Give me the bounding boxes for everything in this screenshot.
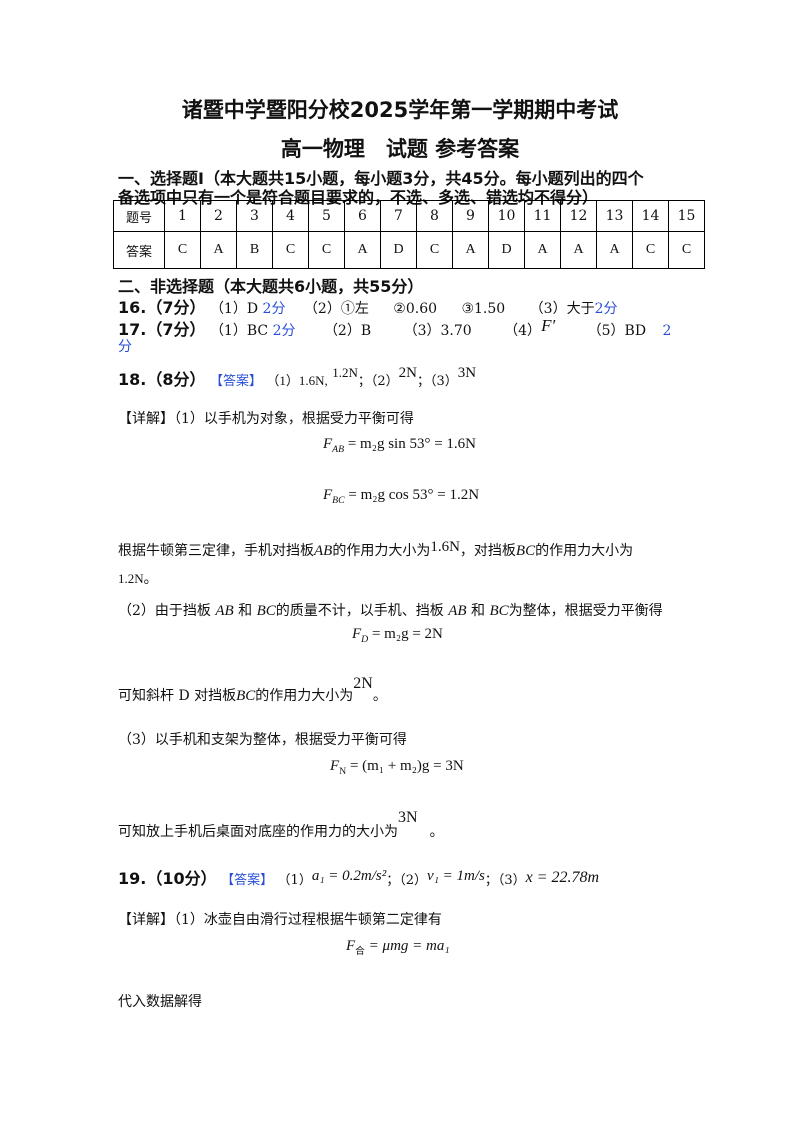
q16-part4: ③1.50 <box>461 301 506 317</box>
table-cell: 15 <box>668 200 705 232</box>
q18-answer-3: 3N <box>457 365 477 381</box>
answer-table: 题号 1 2 3 4 5 6 7 8 9 10 11 12 13 14 15 答… <box>113 200 705 269</box>
page-title: 诸暨中学暨阳分校2025学年第一学期期中考试 <box>181 98 619 122</box>
q16-number: 16.（7分） <box>118 298 206 317</box>
q18-detail-6: 可知放上手机后桌面对底座的作用力的大小为3N。 <box>118 809 444 840</box>
q18-answer-1b: 1.2N <box>332 365 358 380</box>
q19-detail-tag: 【详解】 <box>118 912 174 928</box>
q19-detail-2: 代入数据解得 <box>118 994 202 1010</box>
q17-part3: （3）3.70 <box>403 323 472 339</box>
q19-number: 19.（10分） <box>118 869 217 888</box>
q18-answer-1: （1）1.6N, <box>266 373 328 388</box>
q16-part1-score: 2分 <box>262 301 286 317</box>
q16-part5-score: 2分 <box>594 301 618 317</box>
table-cell: C <box>632 231 669 269</box>
q19-answer-line: 19.（10分） 【答案】 （1）a₁ = 0.2m/s²；（2）v₁ = 1m… <box>118 868 600 888</box>
q17-part1-score: 2分 <box>272 323 296 339</box>
q18-detail-tag: 【详解】 <box>118 411 174 427</box>
q19-answer-2: v₁ = 1m/s <box>427 868 485 884</box>
table-cell: 9 <box>452 200 489 232</box>
table-row-label: 题号 <box>113 200 165 232</box>
q19-answer-3: x = 22.78m <box>525 869 600 886</box>
table-cell: A <box>200 231 237 269</box>
q18-detail-2-cont: 1.2N。 <box>118 571 158 587</box>
q16-part5: （3）大于 <box>529 301 595 317</box>
table-cell: D <box>488 231 525 269</box>
q17-part4-value: F′ <box>541 316 556 335</box>
table-cell: A <box>524 231 561 269</box>
table-cell: 1 <box>164 200 201 232</box>
q18-sep2: ；（3） <box>417 374 458 389</box>
q17-part5: （5）BD <box>587 323 647 339</box>
table-row-answers: 答案 C A B C C A D C A D A A A C C <box>113 231 705 269</box>
table-cell: C <box>164 231 201 269</box>
q16-part1: （1）D <box>209 301 259 317</box>
q18-number: 18.（8分） <box>118 370 206 389</box>
q19-answer-tag: 【答案】 <box>221 873 274 888</box>
table-cell: C <box>668 231 705 269</box>
table-cell: 5 <box>308 200 345 232</box>
q18-equation-2: FBC = m₂g cos 53° = 1.2N <box>323 487 480 506</box>
q18-answer-2: 2N <box>398 365 418 381</box>
q17-line: 17.（7分） （1）BC 2分 （2）B （3）3.70 （4）F′ （5）B… <box>118 316 671 340</box>
table-cell: 4 <box>272 200 309 232</box>
table-cell: C <box>272 231 309 269</box>
q18-answer-tag: 【答案】 <box>209 374 262 389</box>
q17-number: 17.（7分） <box>118 320 206 339</box>
q19-detail-1: 【详解】（1）冰壶自由滑行过程根据牛顿第二定律有 <box>118 912 442 928</box>
table-cell: 14 <box>632 200 669 232</box>
q18-detail-3: （2）由于挡板 AB 和 BC的质量不计，以手机、挡板 AB 和 BC为整体，根… <box>118 603 663 619</box>
table-cell: B <box>236 231 273 269</box>
table-cell: 12 <box>560 200 597 232</box>
q17-part2: （2）B <box>323 323 372 339</box>
table-row-label: 答案 <box>113 231 165 269</box>
q18-equation-1: FAB = m₂g sin 53° = 1.6N <box>323 436 476 455</box>
table-cell: 8 <box>416 200 453 232</box>
table-cell: 2 <box>200 200 237 232</box>
table-cell: 11 <box>524 200 561 232</box>
q18-detail-4: 可知斜杆 D 对挡板BC的作用力大小为2N。 <box>118 675 387 704</box>
table-cell: D <box>380 231 417 269</box>
q18-equation-4: FN = (m₁ + m₂)g = 3N <box>330 758 464 777</box>
table-cell: A <box>596 231 633 269</box>
q18-answer-line: 18.（8分） 【答案】 （1）1.6N, 1.2N；（2）2N；（3）3N <box>118 365 477 390</box>
q17-part1: （1）BC <box>209 323 269 339</box>
q17-part4: （4） <box>504 323 542 339</box>
q18-sep1: ；（2） <box>357 374 399 389</box>
q17-score-continued: 分 <box>118 339 132 355</box>
table-cell: A <box>344 231 381 269</box>
table-cell: C <box>416 231 453 269</box>
q19-equation-1: F合 = μmg = ma₁ <box>346 938 450 957</box>
table-cell: C <box>308 231 345 269</box>
q16-part2: （2）①左 <box>303 301 369 317</box>
table-cell: 10 <box>488 200 525 232</box>
q18-detail-1: 【详解】（1）以手机为对象，根据受力平衡可得 <box>118 411 414 427</box>
page-subtitle: 高一物理 试题 参考答案 <box>280 137 520 161</box>
q17-part5-score: 2 <box>662 323 672 339</box>
table-cell: A <box>560 231 597 269</box>
table-cell: 13 <box>596 200 633 232</box>
section1-heading-line1: 一、选择题Ⅰ（本大题共15小题，每小题3分，共45分。每小题列出的四个 <box>118 169 644 188</box>
q18-detail-5: （3）以手机和支架为整体，根据受力平衡可得 <box>118 732 407 748</box>
section2-heading: 二、非选择题（本大题共6小题，共55分） <box>118 277 424 296</box>
q18-detail-2: 根据牛顿第三定律，手机对挡板AB的作用力大小为1.6N，对挡板BC的作用力大小为 <box>118 539 634 559</box>
table-cell: 3 <box>236 200 273 232</box>
table-row-numbers: 题号 1 2 3 4 5 6 7 8 9 10 11 12 13 14 15 <box>113 200 705 232</box>
table-cell: 6 <box>344 200 381 232</box>
q19-answer-1: a₁ = 0.2m/s² <box>311 868 387 884</box>
q16-part3: ②0.60 <box>393 301 438 317</box>
q16-line: 16.（7分） （1）D 2分 （2）①左 ②0.60 ③1.50 （3）大于2… <box>118 294 618 318</box>
q18-equation-3: FD = m₂g = 2N <box>352 626 443 645</box>
table-cell: A <box>452 231 489 269</box>
table-cell: 7 <box>380 200 417 232</box>
